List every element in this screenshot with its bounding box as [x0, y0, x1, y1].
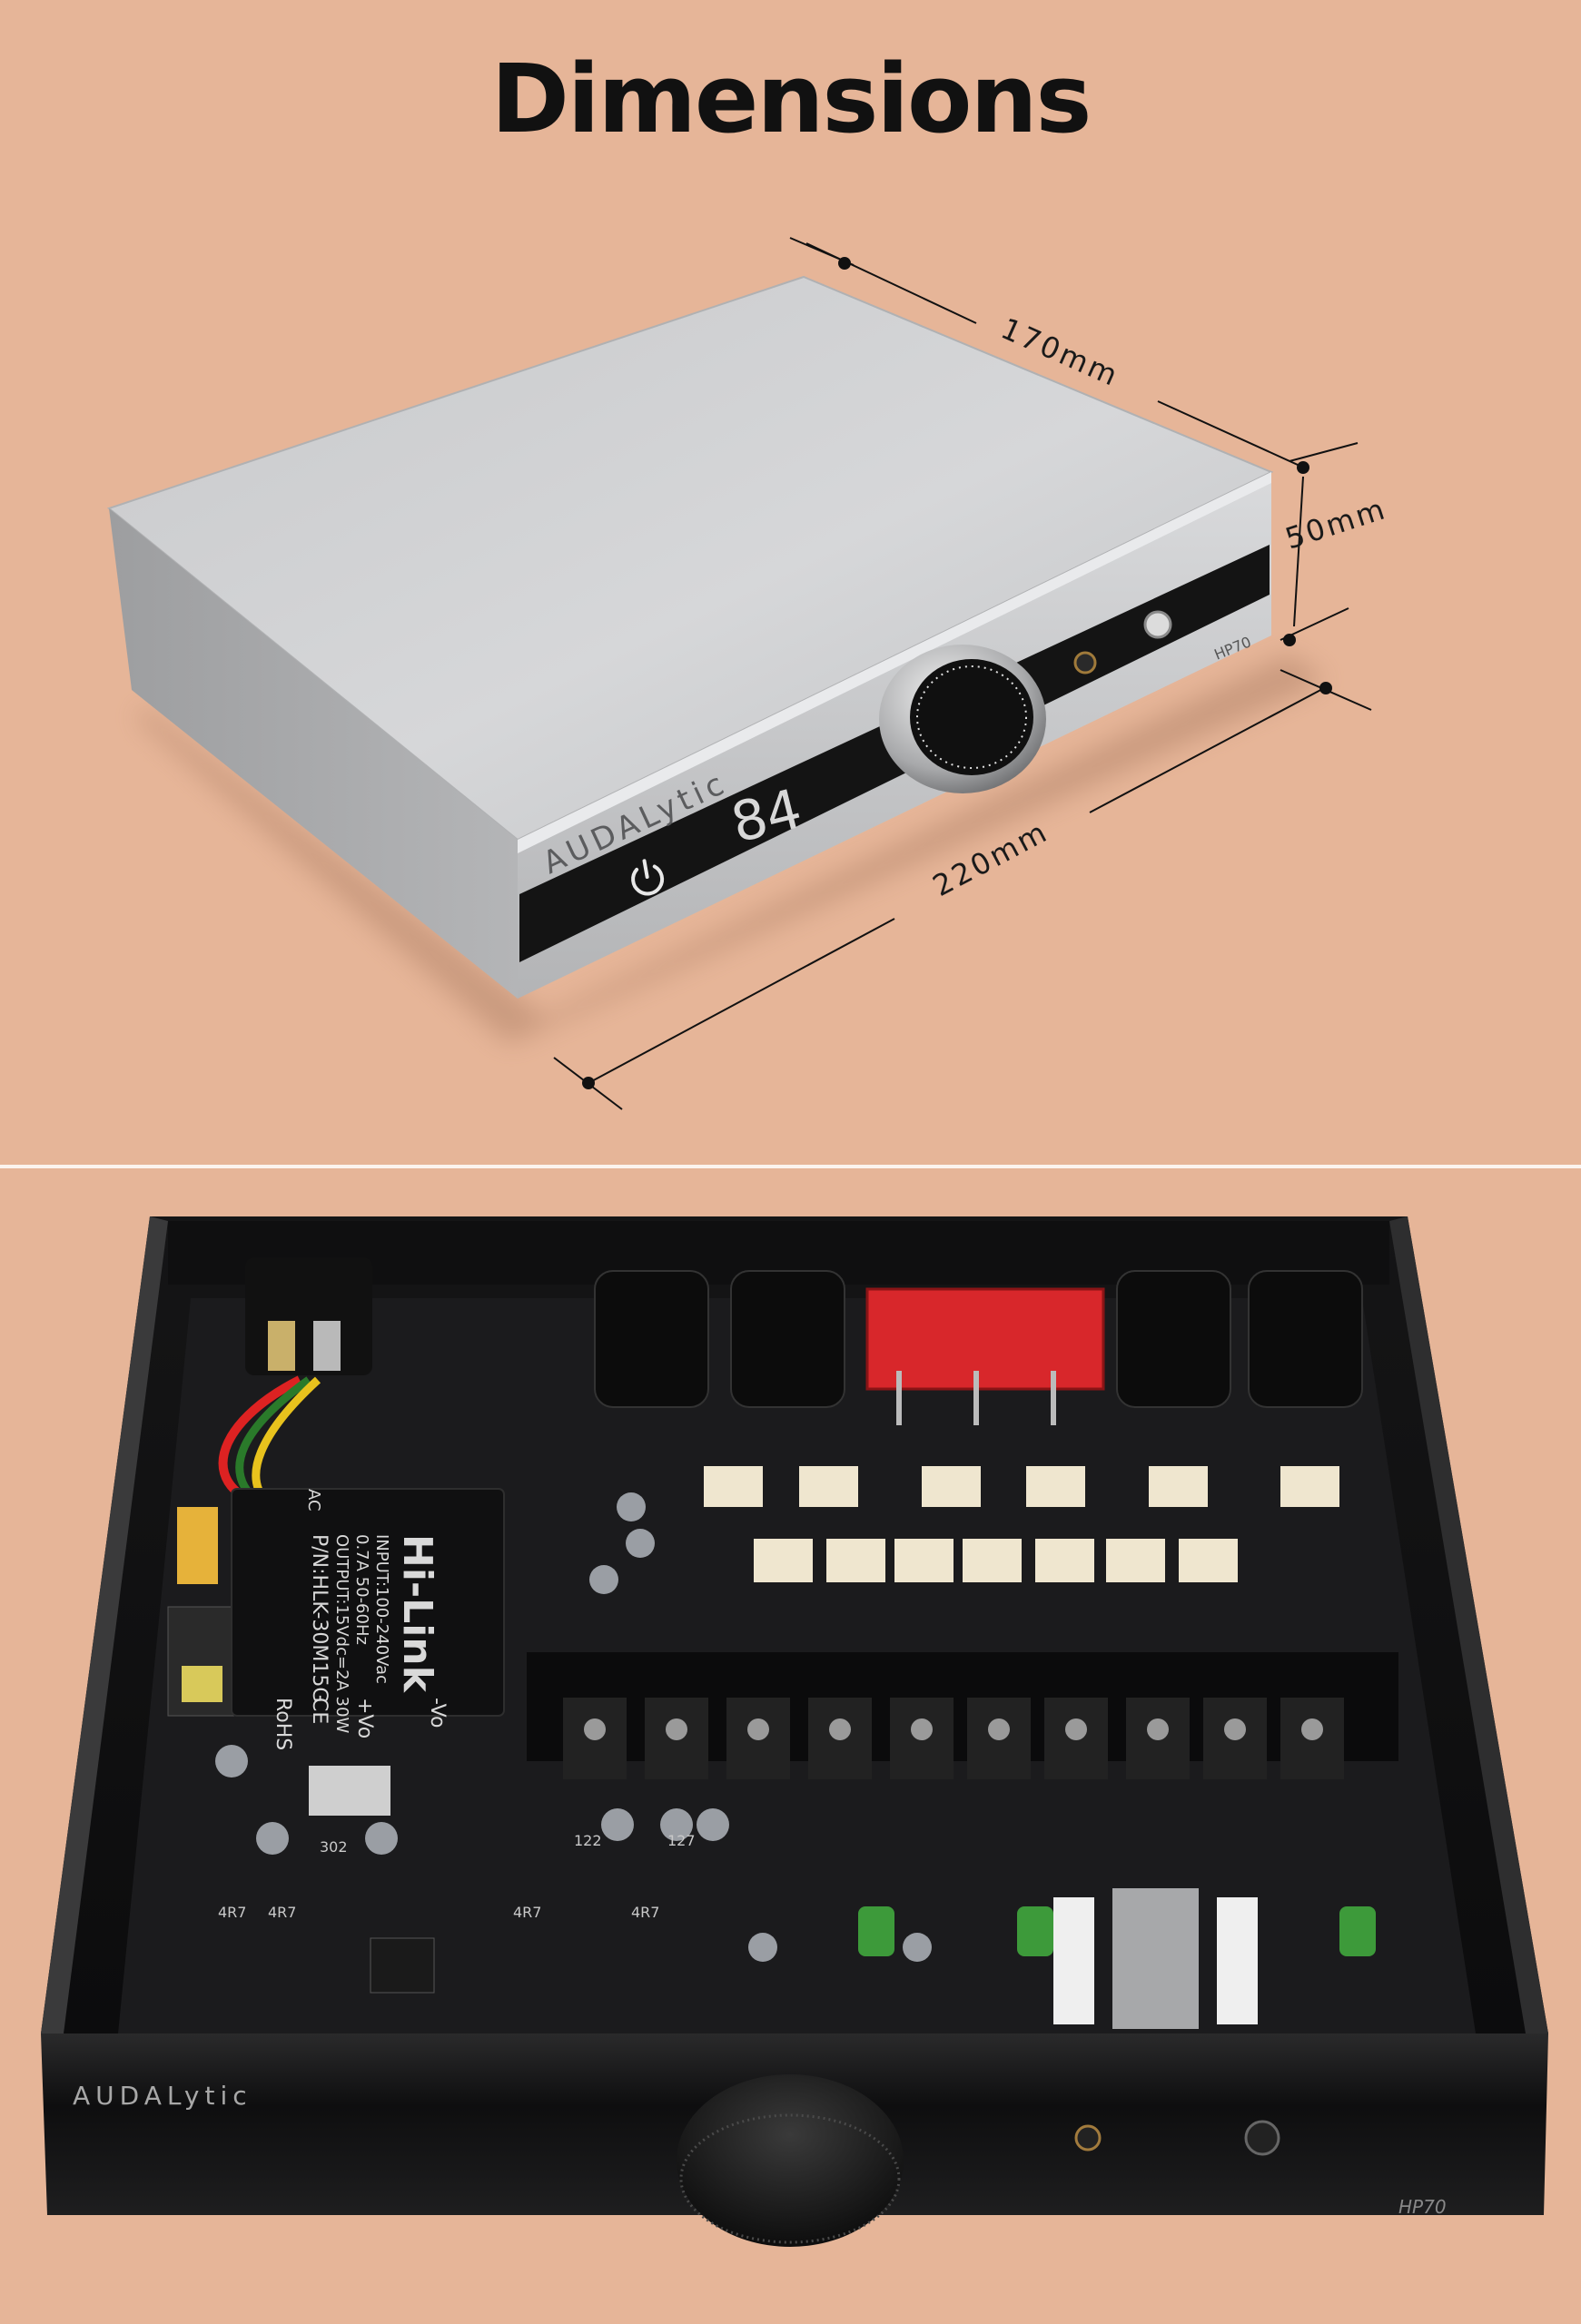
psu-ac: AC: [304, 1489, 323, 1512]
pcb-label-4r7-2: 4R7: [268, 1904, 296, 1921]
psu-module: [231, 1488, 505, 1717]
bottom-headphone-jack-small: [1074, 2124, 1102, 2152]
depth-dimension-line: [789, 237, 1359, 474]
bottom-volume-knob: [677, 2074, 904, 2247]
pcb-label-122: 122: [574, 1832, 602, 1849]
model-label-bottom: HP70: [1398, 2196, 1447, 2218]
green-capacitors: [858, 1906, 1376, 1956]
height-dimension-line: [1280, 476, 1349, 646]
brand-logo-bottom: AUDALytic: [73, 2081, 252, 2111]
psu-input-freq: 0.7A 50-60Hz: [352, 1534, 371, 1645]
pcb-label-4r7-4: 4R7: [631, 1904, 659, 1921]
dimension-illustration: AUDALytic 84 HP70 170mm 50mm: [106, 237, 1391, 1110]
psu-brand: Hi-Link: [394, 1534, 440, 1694]
psu-plus-vo: +Vo: [353, 1698, 376, 1738]
rca-connector-block: [865, 1287, 1105, 1391]
volume-knob: [879, 645, 1046, 793]
transformer: [1112, 1888, 1199, 2029]
bottom-headphone-jack-large: [1244, 2120, 1280, 2156]
height-label: 50mm: [1281, 491, 1391, 556]
psu-part-number: P/N:HLK-30M15G: [308, 1534, 331, 1702]
psu-minus-vo: -Vo: [426, 1698, 449, 1728]
x-capacitor: [177, 1507, 218, 1584]
pcb-label-127: 127: [667, 1832, 696, 1849]
psu-output: OUTPUT:15Vdc=2A 30W: [332, 1534, 351, 1733]
headphone-jack-small: [1073, 651, 1097, 675]
pcb-label-4r7-1: 4R7: [218, 1904, 246, 1921]
internal-pcb-photo: Hi-Link AC INPUT:100-240Vac 0.7A 50-60Hz…: [41, 1216, 1548, 2247]
pcb-label-302: 302: [320, 1838, 348, 1856]
device-left-side: [109, 508, 518, 999]
pcb-label-4r7-3: 4R7: [513, 1904, 541, 1921]
power-icon: [631, 859, 665, 896]
page-title: Dimensions: [490, 44, 1092, 154]
width-dimension-line: [553, 669, 1372, 1110]
qr-code: [309, 1766, 390, 1816]
psu-ce-mark: CE: [308, 1698, 331, 1724]
small-capacitors: [215, 1492, 932, 1962]
device-shadow: [136, 654, 1326, 1044]
psu-input: INPUT:100-240Vac: [372, 1534, 391, 1684]
psu-rohs: RoHS: [272, 1698, 294, 1750]
section-divider: [0, 1165, 1581, 1168]
headphone-jack-large: [1143, 610, 1172, 639]
power-inlet: [245, 1257, 372, 1375]
microcontroller-chip: [370, 1937, 435, 1994]
relay-row-1: [704, 1466, 1339, 1507]
relay-row-2: [754, 1539, 1238, 1582]
xlr-connectors: [594, 1270, 1363, 1408]
